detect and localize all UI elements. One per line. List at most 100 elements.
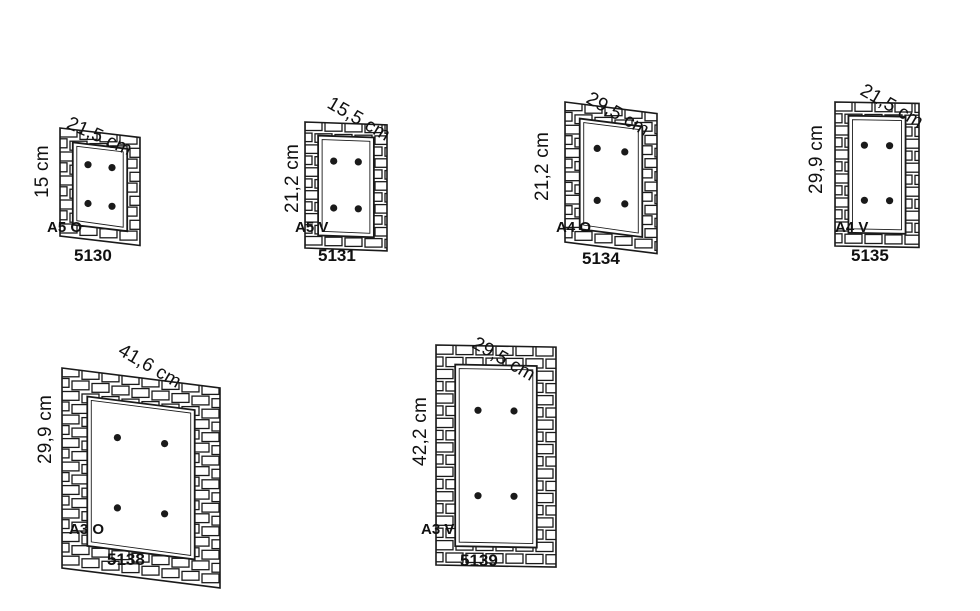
- brick: [211, 398, 220, 409]
- brick: [201, 573, 220, 584]
- brick: [864, 233, 883, 245]
- brick: [436, 503, 444, 514]
- brick: [545, 456, 556, 467]
- wall-panel-5131: [285, 121, 388, 252]
- brick: [436, 539, 454, 551]
- brick: [384, 169, 387, 180]
- brick: [305, 235, 323, 246]
- brick: [305, 122, 323, 132]
- wall-outline: [435, 344, 557, 568]
- brick: [305, 132, 313, 143]
- brick: [62, 368, 80, 378]
- wall-panel-5139: [416, 344, 557, 568]
- brick: [904, 234, 919, 245]
- brick: [201, 479, 220, 490]
- brick: [62, 519, 70, 530]
- brick: [305, 224, 313, 234]
- panel-plate: [847, 114, 907, 235]
- brick: [384, 124, 387, 134]
- brick: [545, 358, 556, 369]
- wall-outline: [61, 367, 221, 589]
- brick: [71, 545, 90, 556]
- wall-outline: [834, 101, 920, 249]
- brick: [555, 395, 556, 406]
- brick: [835, 185, 843, 196]
- brick: [555, 370, 556, 382]
- brick: [436, 345, 454, 355]
- brick: [222, 482, 239, 491]
- brick: [62, 532, 80, 543]
- bolt-icon: [474, 492, 482, 500]
- brick: [222, 412, 239, 421]
- bolt-icon: [510, 407, 518, 415]
- height-dimension: 29,9 cm: [806, 125, 827, 194]
- brick: [171, 557, 190, 568]
- product-code: 5138: [107, 550, 145, 569]
- bolt-icon: [621, 200, 629, 208]
- brick: [222, 576, 239, 585]
- brick: [436, 380, 444, 392]
- brick: [436, 405, 444, 416]
- bolt-icon: [621, 148, 629, 156]
- brick: [71, 380, 90, 391]
- brick: [654, 194, 657, 205]
- bolt-icon: [593, 144, 601, 152]
- brick: [416, 540, 433, 549]
- brick: [222, 435, 239, 444]
- brick: [129, 195, 140, 206]
- brick: [565, 205, 573, 216]
- brick: [565, 102, 583, 112]
- brick: [151, 555, 170, 566]
- height-dimension: 42,2 cm: [410, 397, 431, 466]
- brick: [835, 161, 843, 172]
- brick: [436, 442, 454, 453]
- brick: [81, 558, 100, 569]
- brick: [535, 541, 554, 553]
- brick: [211, 492, 220, 503]
- brick: [436, 393, 454, 404]
- bolt-icon: [330, 204, 338, 212]
- brick: [42, 530, 59, 539]
- brick: [436, 551, 444, 563]
- brick: [436, 527, 444, 539]
- brick: [445, 552, 464, 563]
- brick: [60, 210, 68, 221]
- brick: [555, 444, 556, 455]
- brick: [416, 369, 433, 378]
- bolt-icon: [510, 492, 518, 500]
- brick: [60, 186, 68, 197]
- bolt-icon: [84, 161, 92, 169]
- brick: [835, 102, 853, 112]
- brick: [62, 471, 70, 483]
- brick: [835, 137, 843, 148]
- panel-inner-edge: [583, 122, 639, 234]
- brick: [565, 181, 573, 192]
- brick: [191, 395, 210, 406]
- wall-panel-5134: [564, 101, 658, 255]
- brick: [211, 539, 220, 550]
- brick: [436, 417, 454, 429]
- brick: [42, 554, 59, 563]
- wall-outline: [564, 101, 658, 255]
- brick: [634, 238, 653, 249]
- brick: [374, 226, 387, 237]
- brick: [62, 461, 80, 472]
- wall-panel-5135: [815, 101, 920, 249]
- format-label: A3 O: [69, 521, 105, 538]
- brick: [436, 368, 454, 380]
- brick: [285, 121, 302, 130]
- brick: [222, 506, 239, 515]
- brick: [129, 219, 140, 230]
- brick: [644, 134, 657, 145]
- brick: [815, 222, 832, 231]
- brick: [121, 563, 140, 574]
- brick: [62, 555, 80, 566]
- brick: [565, 228, 573, 239]
- brick: [222, 553, 239, 562]
- bolt-icon: [474, 406, 482, 414]
- brick: [62, 542, 70, 553]
- brick: [545, 407, 556, 418]
- brick: [485, 553, 504, 564]
